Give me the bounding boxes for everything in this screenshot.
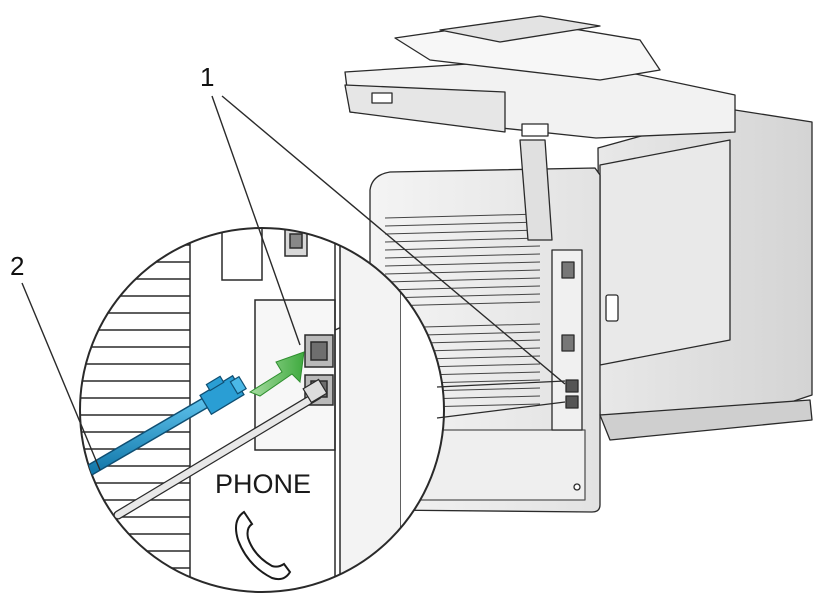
gray-phone-cable — [113, 378, 328, 520]
usb-port — [561, 261, 575, 279]
printer-side-door — [599, 139, 731, 366]
zoom-upper-block — [221, 228, 263, 281]
callout-2: 2 — [10, 251, 24, 281]
green-arrow-icon — [248, 351, 305, 397]
scanner-latch-right — [521, 123, 549, 137]
blue-telephone-cable — [84, 374, 248, 476]
scanner-column — [519, 139, 553, 241]
zoom-connector-lines — [436, 380, 566, 419]
network-port — [561, 334, 575, 352]
rear-screw — [573, 483, 581, 491]
zoom-detail — [79, 227, 445, 593]
document-feeder-tray — [439, 15, 601, 43]
callout-leaders — [21, 95, 566, 471]
scanner-front-face — [344, 84, 506, 133]
phone-handset-icon — [235, 510, 292, 581]
line-port-small — [565, 379, 579, 393]
printer-base — [599, 399, 813, 441]
blue-cable-plug — [199, 374, 248, 416]
printer — [344, 15, 813, 513]
scanner-latch-left — [371, 92, 393, 104]
phone-port-label: PHONE — [215, 469, 311, 499]
callout-1: 1 — [200, 62, 214, 92]
side-handle — [605, 294, 619, 322]
zoom-circle-outline — [79, 227, 445, 593]
rear-vent-grille — [384, 213, 541, 409]
phone-port-small — [565, 395, 579, 409]
